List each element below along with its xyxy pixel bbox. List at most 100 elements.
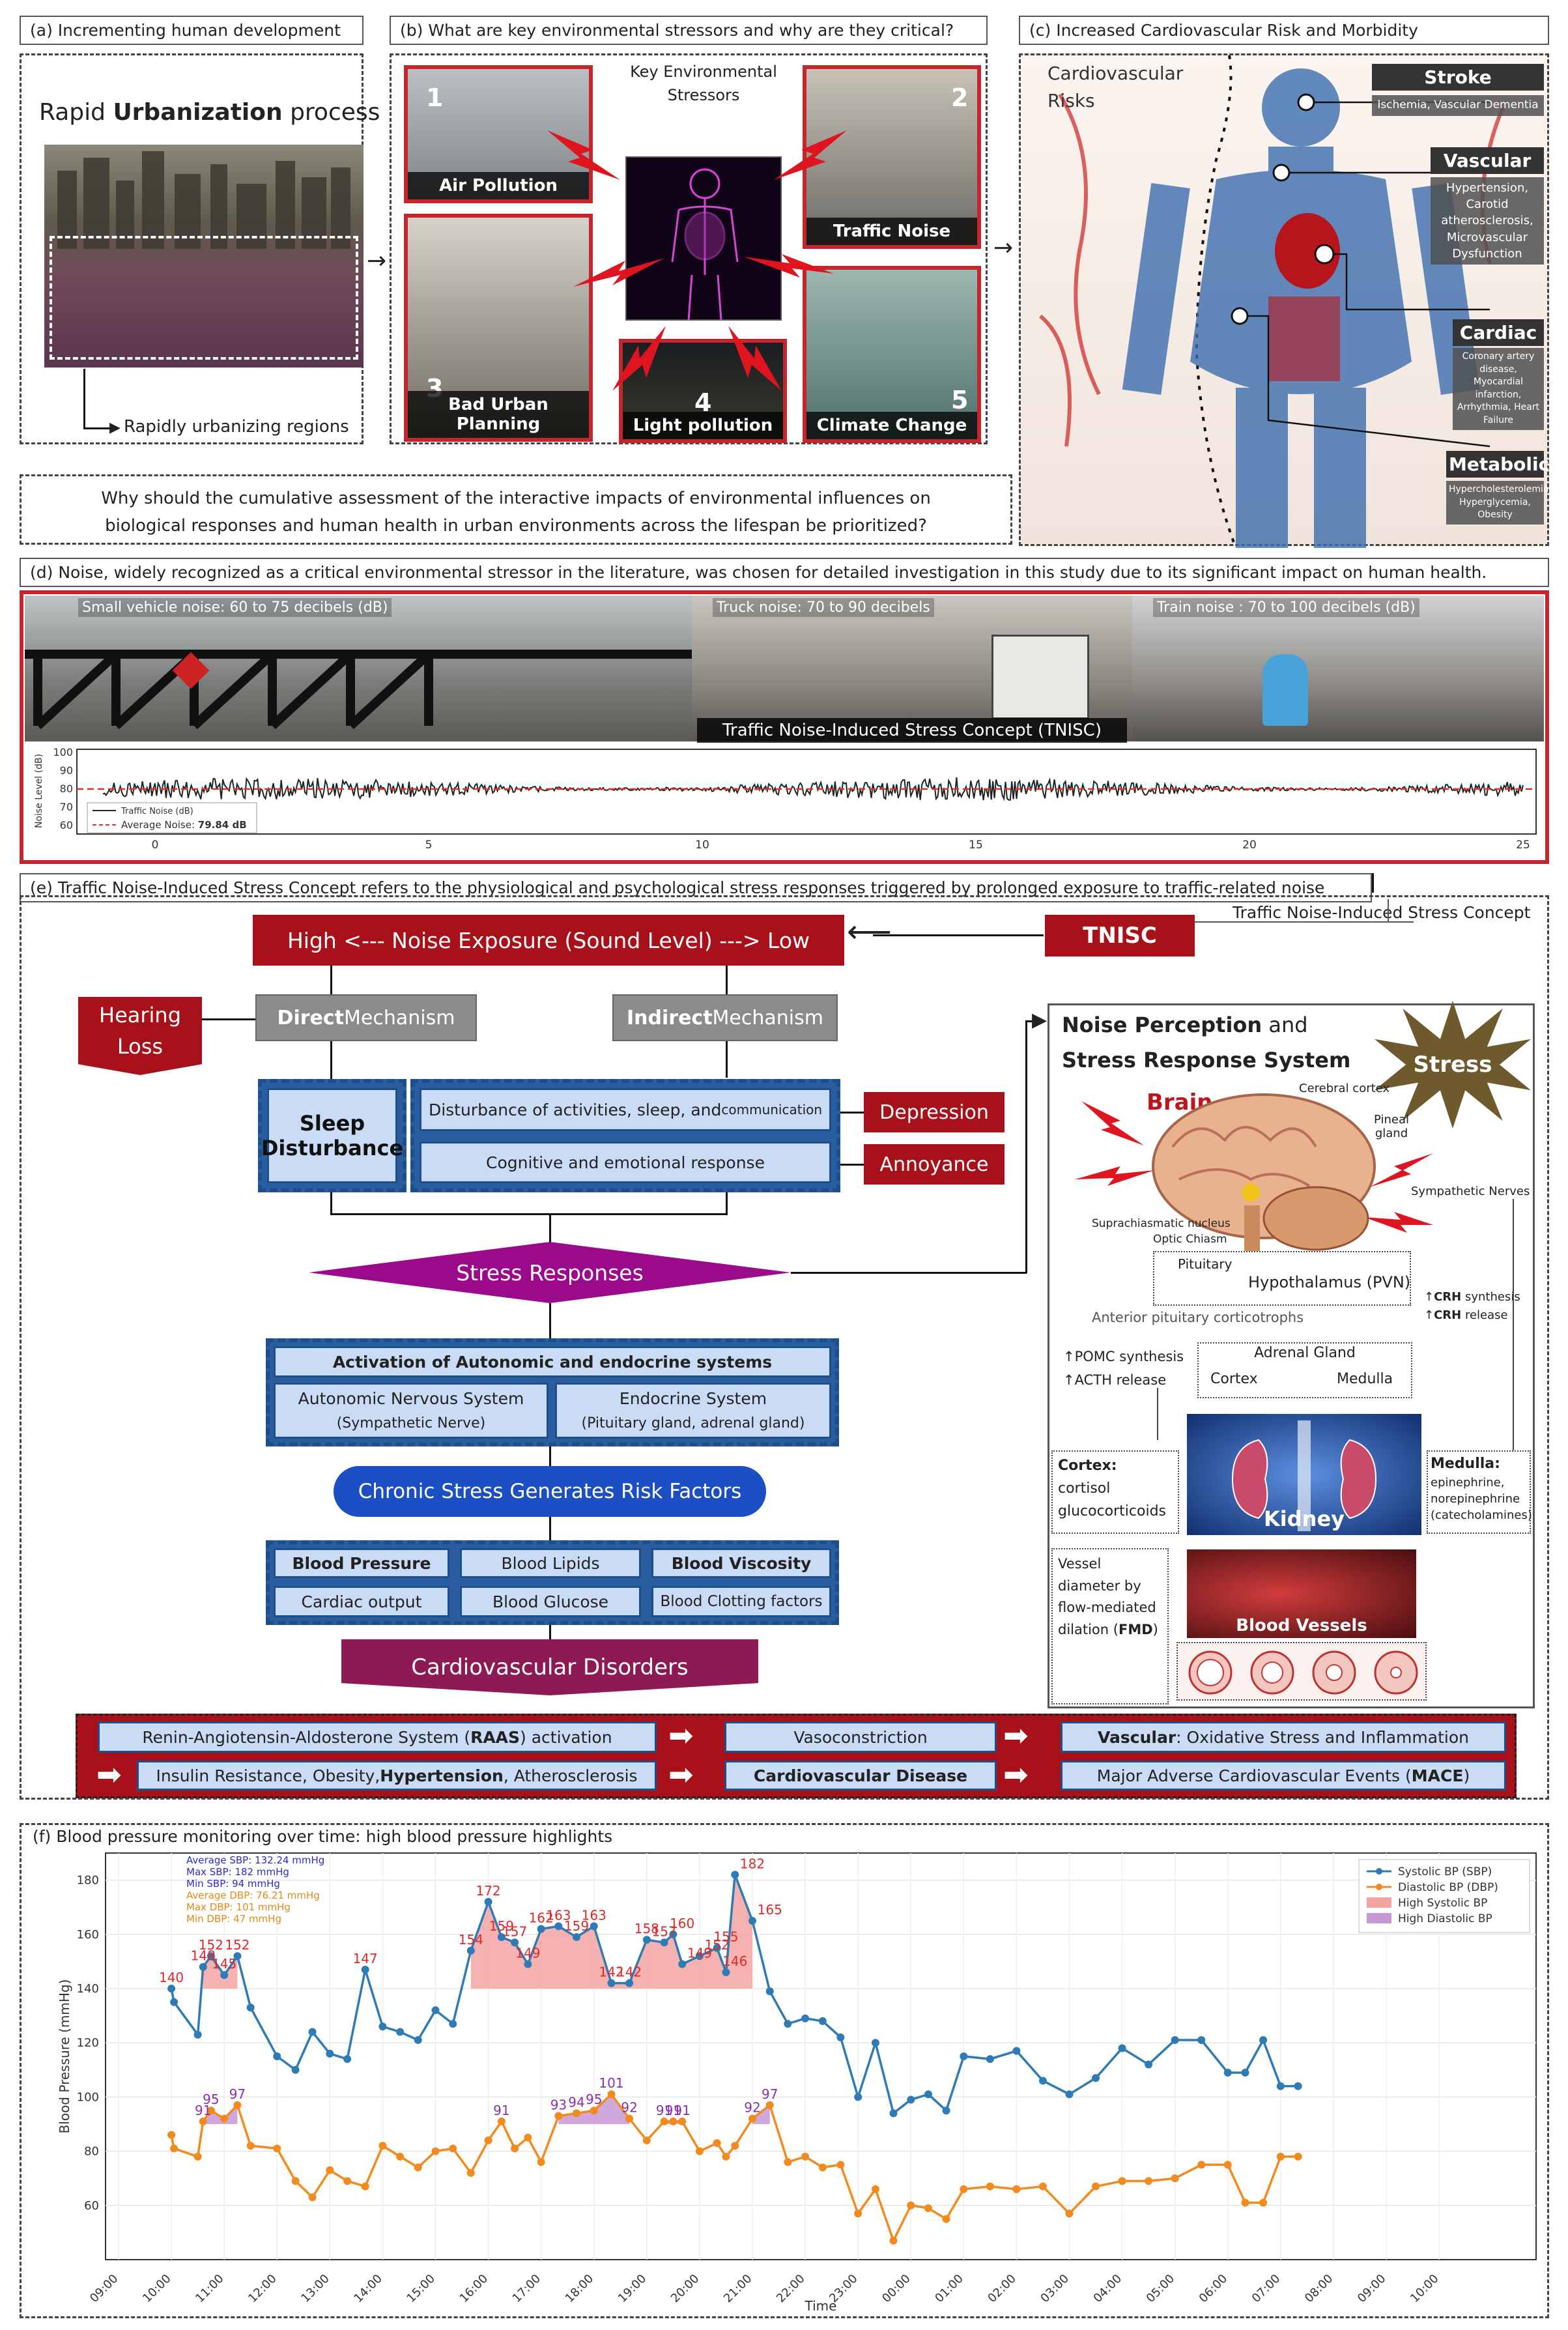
small-vehicle-noise-label: Small vehicle noise: 60 to 75 decibels (…: [78, 598, 392, 617]
stressor-air-pollution: 1 Air Pollution: [404, 65, 593, 203]
noise-ytick: 60: [60, 819, 73, 831]
bp-xtick: 17:00: [510, 2272, 544, 2306]
sbp-data-label: 158: [634, 1921, 659, 1936]
sbp-point: [199, 1963, 207, 1971]
dbp-point: [1092, 2182, 1100, 2191]
chain-vasoconstriction: Vasoconstriction: [724, 1721, 997, 1753]
noise-xtick: 10: [695, 839, 709, 852]
endo-line1: Endocrine System: [619, 1389, 767, 1409]
dbp-point: [731, 2142, 739, 2150]
crh2-text: release: [1461, 1308, 1508, 1322]
dbp-point: [854, 2209, 862, 2218]
stress-to-perception-h: [791, 1272, 1027, 1274]
sbp-point: [1118, 2044, 1126, 2052]
bp-xtick: 00:00: [879, 2272, 913, 2306]
bp-ytick: 180: [77, 1874, 99, 1888]
bp-xtick: 19:00: [616, 2272, 649, 2306]
dbp-point: [343, 2177, 352, 2185]
dbp-point: [1145, 2177, 1153, 2185]
medulla-desc: epinephrine, norepinephrine (catecholami…: [1431, 1475, 1532, 1523]
sbp-point: [431, 2006, 440, 2015]
disturb-text: Disturbance of activities, sleep, and: [428, 1100, 722, 1119]
bp-xtick: 01:00: [932, 2272, 966, 2306]
vascular-bold: Vascular: [1098, 1727, 1176, 1747]
ans-line2: (Sympathetic Nerve): [336, 1415, 486, 1432]
sbp-data-label: 163: [546, 1907, 571, 1923]
dbp-point: [669, 2117, 677, 2125]
ans-line1: Autonomic Nervous System: [298, 1389, 524, 1409]
dbp-point: [511, 2144, 519, 2153]
stressor-label: Air Pollution: [408, 172, 589, 199]
legend-dbp: Diastolic BP (DBP): [1398, 1881, 1498, 1894]
exposure-drop-left: [330, 966, 332, 994]
panel-b-header: (b) What are key environmental stressors…: [390, 16, 988, 45]
dbp-data-label: 91: [656, 2103, 672, 2118]
dbp-point: [836, 2161, 845, 2169]
vessel-post: ): [1152, 1621, 1158, 1637]
sbp-point: [1145, 2060, 1153, 2069]
panel-d-frame: [20, 590, 1549, 864]
noise-y-ticks: 100 90 80 70 60: [53, 746, 73, 831]
chain-arrow-icon: ➡: [1003, 1718, 1029, 1753]
medulla-hormones-box: [1427, 1450, 1531, 1534]
dbp-point: [193, 2152, 202, 2161]
noise-xtick: 15: [969, 839, 983, 852]
sbp-point: [642, 1936, 651, 1944]
bp-xtick: 20:00: [668, 2272, 702, 2306]
stressor-label: Bad Urban Planning: [408, 391, 589, 438]
stat-avg-dbp: Average DBP: 76.21 mmHg: [186, 1890, 320, 1901]
factor-blood-glucose: Blood Glucose: [460, 1586, 641, 1617]
stat-max-dbp: Max DBP: 101 mmHg: [186, 1901, 291, 1913]
bp-xtick: 02:00: [985, 2272, 1019, 2306]
sbp-point: [748, 1917, 756, 1925]
sbp-point: [497, 1933, 506, 1941]
sbp-point: [986, 2055, 994, 2064]
perception-title-b1: Noise Perception: [1062, 1013, 1262, 1037]
sleep-disturbance-box: Sleep Disturbance: [261, 1088, 403, 1183]
dbp-point: [713, 2139, 721, 2148]
panel-b-frame: [390, 53, 988, 444]
tnisc-side-connector: [1372, 873, 1374, 893]
tnisc-side-label: Traffic Noise-Induced Stress Concept: [1233, 903, 1531, 922]
pomc-label: ↑POMC synthesis: [1063, 1349, 1184, 1364]
sbp-point: [590, 1922, 598, 1931]
dbp-point: [170, 2144, 178, 2153]
dbp-point: [1223, 2161, 1232, 2169]
dbp-point: [722, 2152, 730, 2161]
dbp-point: [220, 2114, 229, 2123]
dbp-point: [1197, 2161, 1206, 2169]
panel-c-header: (c) Increased Cardiovascular Risk and Mo…: [1019, 16, 1549, 45]
dbp-point: [466, 2168, 475, 2177]
panel-f-frame: [20, 1823, 1549, 2318]
sbp-point: [695, 1952, 704, 1961]
sbp-point: [1197, 2036, 1206, 2045]
regions-connector-h: [83, 427, 113, 429]
crh-release-label: ↑CRH release: [1424, 1308, 1508, 1322]
sbp-point: [511, 1938, 519, 1947]
sbp-point: [722, 1968, 730, 1977]
stressor-number: 5: [951, 386, 969, 414]
ins-post: , Atherosclerosis: [503, 1766, 638, 1785]
dbp-point: [924, 2204, 933, 2212]
sbp-point: [678, 1960, 687, 1968]
vessel-section-icons: [1188, 1650, 1418, 1695]
bp-legend: Systolic BP (SBP) Diastolic BP (DBP) Hig…: [1358, 1859, 1530, 1933]
dbp-point: [497, 2117, 506, 2125]
dbp-point: [207, 2107, 215, 2115]
sbp-point: [220, 1971, 229, 1979]
sbp-point: [713, 1944, 721, 1952]
anterior-pituitary-label: Anterior pituitary corticotrophs: [1092, 1310, 1304, 1325]
dbp-data-label: 91: [493, 2103, 509, 2118]
chronic-stress-pill: Chronic Stress Generates Risk Factors: [334, 1466, 766, 1517]
perception-title-b2: Stress Response System: [1062, 1048, 1351, 1073]
hearing-loss-banner: Hearing Loss: [78, 997, 202, 1075]
dbp-point: [960, 2185, 968, 2193]
sbp-data-label: 148: [191, 1948, 216, 1964]
sbp-point: [396, 2028, 405, 2036]
sbp-point: [607, 1979, 616, 1987]
dbp-point: [291, 2177, 300, 2185]
dbp-point: [431, 2147, 440, 2155]
sbp-data-label: 152: [225, 1937, 249, 1953]
sbp-point: [731, 1871, 739, 1879]
stressor-bad-urban-planning: 3 Bad Urban Planning: [404, 214, 593, 442]
